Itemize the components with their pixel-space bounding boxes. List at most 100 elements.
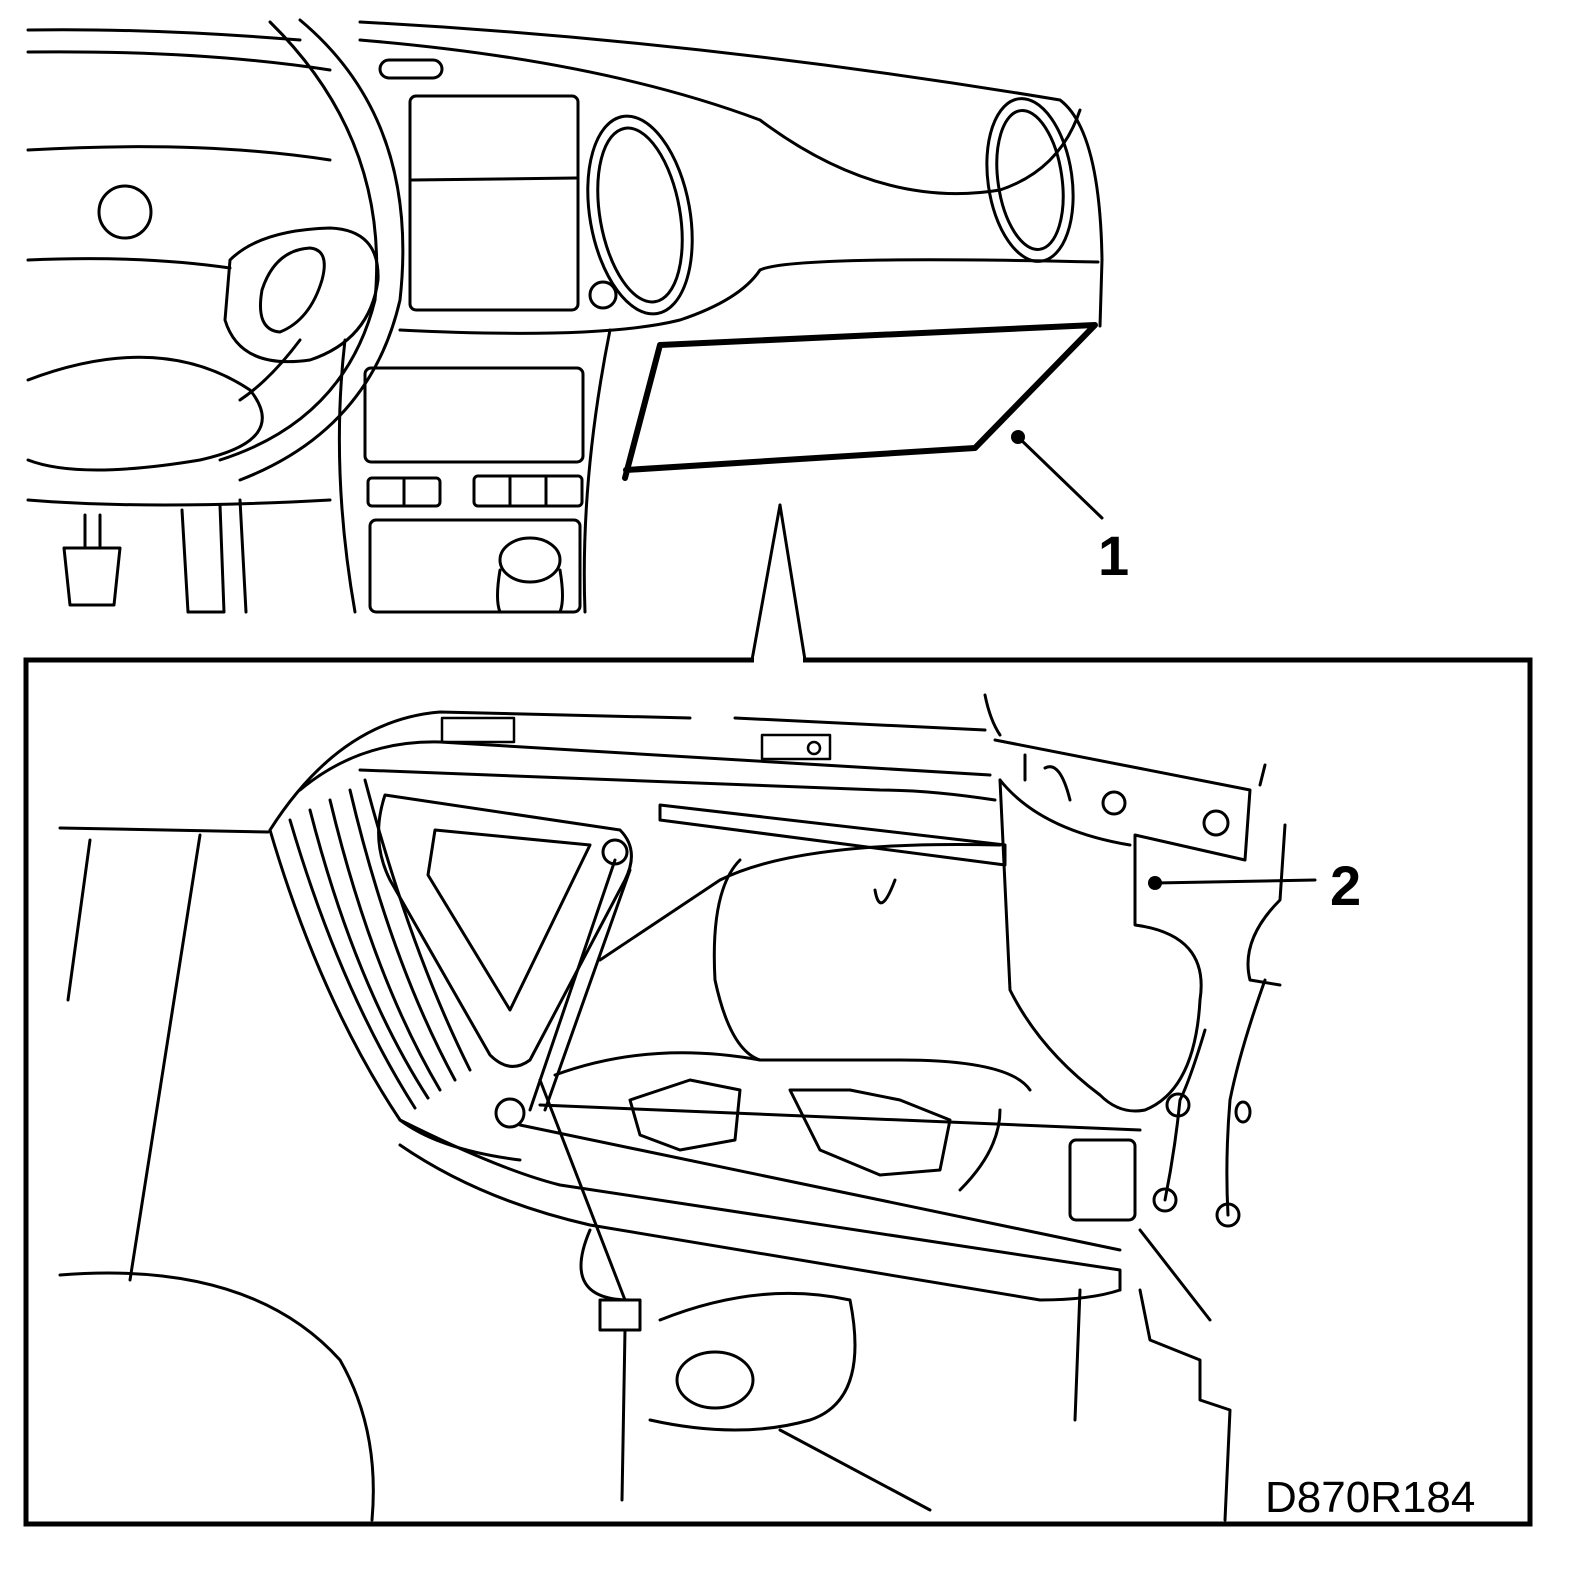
connector-cluster-left — [628, 1078, 742, 1152]
detail-dash-face — [358, 768, 997, 802]
callout-2-leader — [1153, 878, 1317, 885]
connector-c — [1215, 1202, 1241, 1228]
harness-2 — [1225, 978, 1267, 1217]
pedal-arm — [83, 513, 102, 550]
cluster-arc-mid — [26, 257, 232, 270]
callout-2-label: 2 — [1330, 854, 1361, 917]
bracket-outline — [993, 738, 1252, 1113]
housing-lower-edge — [398, 1118, 1122, 1292]
climate-display — [363, 366, 585, 464]
right-vent-inner — [995, 109, 1065, 251]
cluster-arc-left — [26, 145, 332, 162]
dashboard-overview — [26, 18, 1104, 662]
cavity-wiring — [958, 1108, 1002, 1192]
connector-a — [1165, 1092, 1191, 1118]
clip-2 — [760, 733, 832, 761]
right-lower-seam — [1138, 1228, 1212, 1322]
callout-1-label: 1 — [1098, 524, 1129, 587]
damper-strut-2 — [543, 868, 632, 1112]
housing-rail — [518, 1123, 1122, 1252]
detail-pointer-left — [750, 503, 782, 662]
detail-dash-inner — [298, 740, 992, 792]
right-lower-body — [1073, 1288, 1232, 1522]
glovebox-band-5 — [348, 788, 457, 1082]
steering-hub — [223, 226, 380, 364]
callout-2: 2 — [1148, 854, 1361, 917]
glovebox-band-2 — [288, 818, 417, 1110]
tunnel-hole — [675, 1350, 755, 1410]
housing-rail-2 — [538, 1103, 1142, 1132]
center-vent-oval — [586, 114, 694, 316]
steering-wheel-inner — [218, 20, 379, 462]
damper-rod — [538, 1078, 627, 1302]
detail-frame — [23, 657, 1533, 1527]
center-stack-left — [337, 338, 357, 614]
callout-1-leader — [1016, 435, 1104, 520]
center-stack-right — [582, 328, 612, 614]
gear-shaft — [496, 568, 564, 614]
steering-spoke — [238, 338, 302, 402]
clip-1 — [440, 716, 516, 744]
center-knob — [588, 280, 618, 310]
detail-dash-top-2 — [733, 716, 987, 732]
callout-1: 1 — [1011, 430, 1129, 587]
glovebox-band-4 — [328, 798, 442, 1092]
left-vent — [97, 184, 153, 240]
center-display — [408, 94, 580, 312]
center-display-line — [410, 176, 578, 182]
seat-outline — [58, 1271, 375, 1522]
harness-1 — [1163, 1028, 1207, 1202]
cluster-bottom — [26, 498, 332, 507]
hinge-pin-bottom — [494, 1097, 526, 1129]
lower-console-bay — [368, 518, 582, 614]
defrost-vent — [378, 58, 444, 80]
damper-strut-1 — [528, 858, 617, 1112]
tunnel-panel — [648, 1291, 857, 1432]
detail-dash-top — [268, 710, 692, 832]
floor-line — [778, 1428, 932, 1512]
glovebox-triangle-inner — [426, 828, 592, 1012]
left-pillar — [128, 833, 202, 1282]
figure-code: D870R184 — [1265, 1473, 1475, 1522]
glovebox-band-3 — [308, 808, 430, 1100]
glovebox-lid — [622, 322, 1098, 481]
column-shroud-2 — [238, 498, 248, 614]
left-trim-top — [58, 826, 270, 834]
bracket-edge-right — [983, 693, 1267, 787]
right-body-edge — [1246, 823, 1287, 987]
bracket-inner — [998, 778, 1132, 847]
dashboard-top-edge-right — [358, 20, 1104, 328]
dashboard-contour — [358, 38, 1082, 196]
dashboard-upper-line — [26, 50, 332, 72]
bracket-tab — [1023, 753, 1072, 802]
grommet — [1234, 1100, 1252, 1124]
cluster-lower-ellipse — [26, 355, 264, 472]
steering-hub-inner — [259, 246, 326, 334]
steering-wheel-outer — [238, 18, 405, 482]
column-shroud — [180, 503, 226, 614]
button-group-right — [472, 474, 584, 508]
air-duct-crease — [873, 878, 897, 905]
connector-cluster-right — [788, 1088, 952, 1177]
dashboard-lower-contour — [398, 258, 1100, 335]
gear-knob — [498, 536, 562, 584]
glovebox-band-6 — [363, 778, 472, 1072]
detail-view — [58, 693, 1287, 1522]
glovebox-triangle-outer — [377, 793, 633, 1068]
pedal-pad — [62, 546, 122, 607]
bracket-bolt-2 — [1202, 809, 1230, 837]
right-vent-oval — [985, 97, 1075, 263]
housing-bottom — [398, 1143, 1122, 1302]
clip-2-hole — [806, 740, 822, 756]
bracket-bolt-1 — [1101, 790, 1127, 816]
air-duct-lower — [553, 1051, 762, 1077]
detail-pointer-right — [778, 503, 807, 662]
connector-b — [1152, 1187, 1178, 1213]
air-duct-body — [712, 858, 1032, 1092]
floor-tunnel — [579, 1228, 632, 1502]
center-vent-inner — [596, 126, 684, 304]
dashboard-top-edge — [26, 28, 302, 42]
fuse-box — [1068, 1138, 1137, 1222]
left-trim-edge — [66, 838, 92, 1002]
